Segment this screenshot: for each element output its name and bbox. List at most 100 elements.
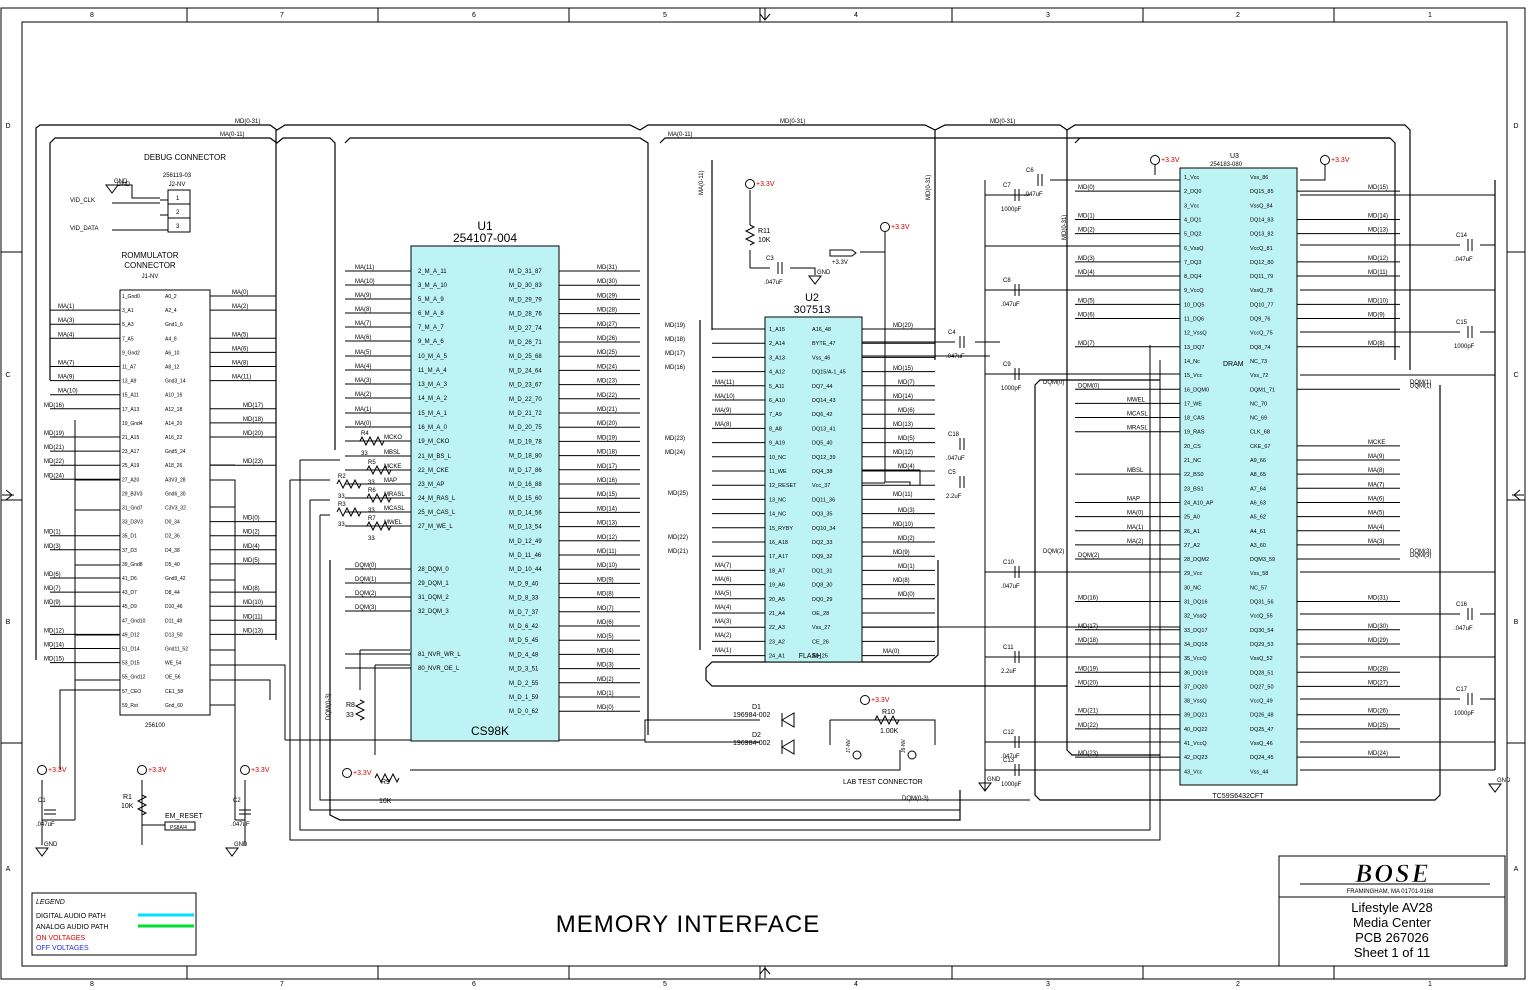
rom-pin-right: A10_16 [165,393,182,399]
u3-pin-right: DQ12_80 [1250,260,1274,266]
rom-pin-left: 43_D7 [122,590,137,596]
legend-item-analog: ANALOG AUDIO PATH [36,924,108,931]
bus-label-md-2: MD(0-31) [780,119,805,125]
rom-pin-left: 35_D1 [122,534,137,540]
rom-net-right: MD(23) [243,459,263,465]
u1-pin-left: 28_DQM_0 [418,567,449,573]
rom-pin-right: Gnd9_42 [165,576,186,582]
u2-net-left: MD(22) [668,535,688,541]
rom-pin-right: D0_34 [165,520,180,526]
rom-net-left: MD(19) [44,431,64,437]
u1-pin-left: 80_NVR_OE_L [418,666,460,672]
power-label: +3.3V [1161,157,1180,164]
cap-value: .047uF [1454,257,1473,263]
debug-ref: J2-NV [169,182,186,188]
svg-text:R9: R9 [381,779,390,786]
u3-net-right: DQM(1) [1410,383,1431,389]
cap-value: .047uF [946,354,965,360]
u3-chip [1179,167,1298,786]
u1-pin-left: 25_M_CAS_L [418,510,456,516]
u3-net-right: MD(10) [1368,298,1388,304]
power-flag [829,249,857,257]
u1-pin-right: M_D_16_88 [509,482,542,488]
u2-pin-left: 21_A4 [769,611,785,617]
column-marker-top: 5 [663,12,667,19]
power-label: +3.3V [353,770,372,777]
u2-pin-left: 3_A13 [769,355,785,361]
u1-net-right: MD(19) [597,435,617,441]
u3-net-right: MD(29) [1368,638,1388,644]
u3-part: 254183-080 [1210,162,1243,168]
u1-pin-left: 19_M_CKO [418,439,450,445]
u3-pin-right: A7_64 [1250,486,1266,492]
u3-pin-left: 28_DQM2 [1184,557,1209,563]
u1-pin-right: M_D_8_33 [509,596,539,602]
u1-pin-left: 81_NVR_WR_L [418,652,461,658]
u3-pin-left: 1_Vcc [1184,175,1200,181]
center-arrow-left [2,489,14,501]
u3-net-right: MA(9) [1368,454,1384,460]
u3-pin-left: 9_VccQ [1184,288,1204,294]
u2-pin-right: DQ1_31 [812,568,833,574]
debug-gnd: GND [117,182,131,188]
u3-pin-right: DQM1_71 [1250,387,1275,393]
u1-pin-right: M_D_10_44 [509,567,542,573]
title-block: BOSE FRAMINGHAM, MA 01701-9168 Lifestyle… [1278,855,1506,967]
rom-pin-right: Gnd11_52 [165,647,188,653]
u1-pin-left: 29_DQM_1 [418,581,449,587]
cap-ref: C3 [766,256,774,262]
u1-net-right: MD(21) [597,407,617,413]
bus-label-ma: MA(0-11) [220,132,245,138]
svg-text:33: 33 [346,712,354,719]
title-line1: Lifestyle AV28 [1351,900,1432,915]
rom-net-left: MD(9) [44,600,61,606]
u3-net-left: MD(3) [1078,256,1095,262]
u1-pin-right: M_D_7_37 [509,610,539,616]
u1-pin-right: M_D_9_40 [509,581,539,587]
u1-net-left: DQM(1) [355,577,376,583]
power-label: +3.3V [251,767,270,774]
u3-pin-right: DQ8_74 [1250,345,1271,351]
rom-net-left: MA(7) [58,361,74,367]
u3-net-right: MA(8) [1368,468,1384,474]
ctrl-net-label: MBSL [384,450,401,456]
debug-title: DEBUG CONNECTOR [144,153,226,162]
u2-pin-right: CE_26 [812,639,829,645]
u3-order: TC59S6432CFT [1213,793,1265,800]
u3-pin-right: VssQ_52 [1250,656,1273,662]
u3-pin-left: 11_DQ6 [1184,317,1204,323]
title-line2: Media Center [1353,915,1432,930]
rom-pin-left: 47_Gnd10 [122,618,146,624]
column-marker-bottom: 6 [472,981,476,988]
u3-pin-right: VccQ_75 [1250,331,1273,337]
u2-net-left: MD(18) [665,337,685,343]
rom-pin-right: WE_54 [165,661,182,667]
cap-value: 1000pF [1001,386,1022,392]
u2-pin-left: 13_NC [769,497,786,503]
u2-net-right: MA(0) [883,649,899,655]
cap-value: .047uF [946,456,965,462]
u1-net-right: MD(31) [597,265,617,271]
lab-test-pin-1-label: J7-NV [846,738,852,753]
cap-ref: C10 [1003,560,1015,566]
rom-net-left: MD(16) [44,403,64,409]
u3-net-right: MD(30) [1368,624,1388,630]
rom-pin-left: 57_CEO [122,689,141,695]
u3-net-right: MD(11) [1368,270,1388,276]
u1-pin-right: M_D_29_79 [509,297,542,303]
ground-symbol [1488,783,1502,793]
u1-net-right: MD(10) [597,563,617,569]
u1-net-right: MD(17) [597,464,617,470]
u3-pin-right: VccQ_49 [1250,699,1273,705]
u3-pin-right: A9_66 [1250,458,1266,464]
u1-pin-right: M_D_22_70 [509,397,542,403]
rom-net-left: MD(15) [44,657,64,663]
u3-pin-left: 3_Vcc [1184,203,1200,209]
u3-pin-right: NC_73 [1250,359,1267,365]
u1-pin-right: M_D_4_48 [509,652,539,658]
u1-pin-right: M_D_20_75 [509,425,542,431]
u1-net-left: MA(4) [355,364,371,370]
u2-pin-right: DQ7_44 [812,384,833,390]
u3-net-left: MD(18) [1078,638,1098,644]
u2-net-left: MD(23) [665,436,685,442]
